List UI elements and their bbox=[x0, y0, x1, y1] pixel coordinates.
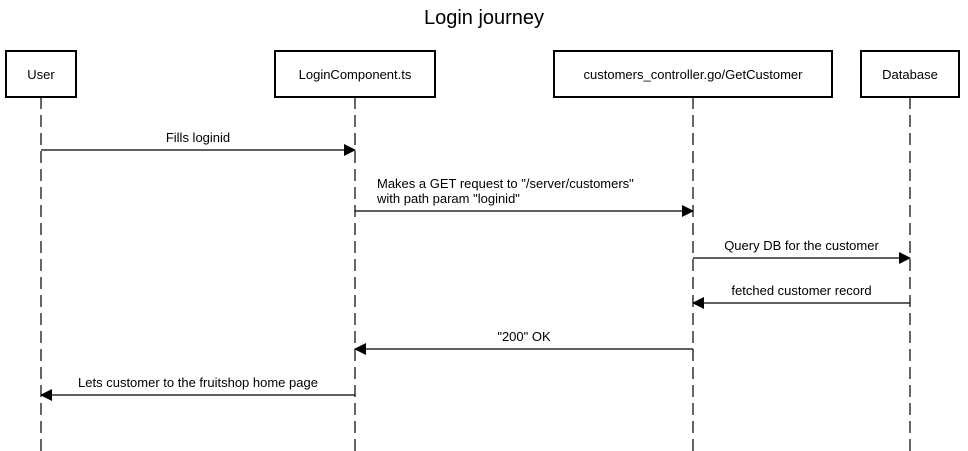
participant-db: Database bbox=[860, 50, 960, 98]
participant-label: Database bbox=[882, 67, 938, 82]
participant-box bbox=[274, 50, 436, 98]
participants-group: User LoginComponent.ts customers_controlle… bbox=[5, 50, 960, 98]
participant-label: customers_controller.go/GetCustomer bbox=[584, 67, 804, 82]
message-2: Makes a GET request to "/server/customer… bbox=[355, 176, 694, 217]
participant-user: User bbox=[5, 50, 77, 98]
participant-label: LoginComponent.ts bbox=[299, 67, 412, 82]
participant-box bbox=[553, 50, 833, 98]
message-3: Query DB for the customer bbox=[693, 238, 911, 264]
participant-controller: customers_controller.go/GetCustomer bbox=[553, 50, 833, 98]
message-label: "200" OK bbox=[497, 329, 551, 344]
message-5: "200" OK bbox=[354, 329, 693, 355]
participant-label: User bbox=[27, 67, 55, 82]
message-label: fetched customer record bbox=[731, 283, 871, 298]
message-1: Fills loginid bbox=[41, 130, 356, 156]
diagram-title: Login journey bbox=[424, 7, 544, 29]
message-label-line-2: with path param "loginid" bbox=[376, 191, 520, 206]
participant-box bbox=[5, 50, 77, 98]
participant-login: LoginComponent.ts bbox=[274, 50, 436, 98]
message-6: Lets customer to the fruitshop home page bbox=[40, 375, 355, 401]
message-label-line-1: Makes a GET request to "/server/customer… bbox=[377, 176, 634, 191]
participant-box bbox=[860, 50, 960, 98]
message-4: fetched customer record bbox=[692, 283, 910, 309]
message-label: Fills loginid bbox=[166, 130, 230, 145]
message-label: Lets customer to the fruitshop home page bbox=[78, 375, 318, 390]
message-label: Query DB for the customer bbox=[724, 238, 879, 253]
